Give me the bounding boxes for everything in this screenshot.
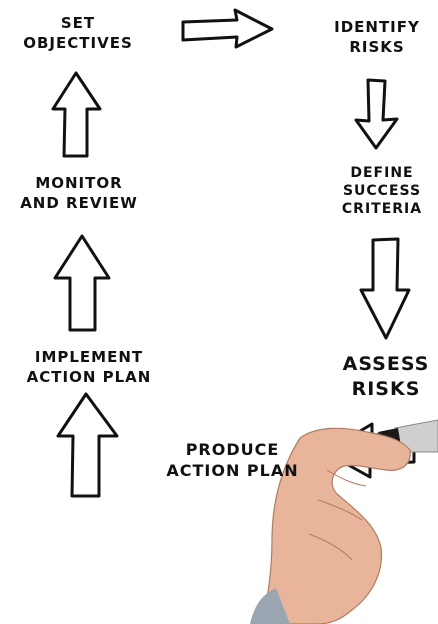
step-label-line: PRODUCE bbox=[185, 440, 280, 459]
step-label-line: SET bbox=[60, 14, 96, 32]
step-label-line: IDENTIFY bbox=[334, 18, 420, 36]
step-assess-risks: ASSESS RISKS bbox=[340, 352, 432, 401]
step-identify-risks: IDENTIFY RISKS bbox=[318, 18, 436, 57]
arrow-down-right-1 bbox=[354, 78, 399, 150]
step-label-line: AND REVIEW bbox=[20, 193, 138, 212]
arrow-up-left-3 bbox=[51, 71, 102, 158]
step-monitor-review: MONITOR AND REVIEW bbox=[4, 174, 154, 213]
step-label-line: DEFINE bbox=[350, 165, 414, 181]
step-label-line: OBJECTIVES bbox=[23, 33, 133, 52]
step-label-line: RISKS bbox=[349, 37, 405, 56]
step-label-line: ACTION PLAN bbox=[26, 367, 152, 386]
step-label-line: CRITERIA bbox=[341, 201, 423, 218]
step-label-line: ASSESS bbox=[342, 353, 430, 375]
step-label-line: SUCCESS bbox=[342, 183, 422, 200]
step-set-objectives: SET OBJECTIVES bbox=[8, 14, 148, 53]
step-label-line: ACTION PLAN bbox=[166, 460, 299, 480]
step-label-line: IMPLEMENT bbox=[34, 348, 144, 366]
step-produce-plan: PRODUCE ACTION PLAN bbox=[145, 440, 320, 482]
step-label-line: RISKS bbox=[351, 377, 421, 400]
step-label-line: MONITOR bbox=[35, 174, 123, 192]
hand-icon bbox=[261, 427, 411, 624]
arrow-right-top bbox=[181, 8, 274, 49]
step-implement-plan: IMPLEMENT ACTION PLAN bbox=[4, 348, 174, 387]
step-define-criteria: DEFINE SUCCESS CRITERIA bbox=[328, 164, 436, 219]
arrow-up-left-2 bbox=[53, 234, 111, 332]
arrow-down-right-2 bbox=[359, 237, 411, 340]
arrow-up-left-1 bbox=[56, 392, 119, 498]
